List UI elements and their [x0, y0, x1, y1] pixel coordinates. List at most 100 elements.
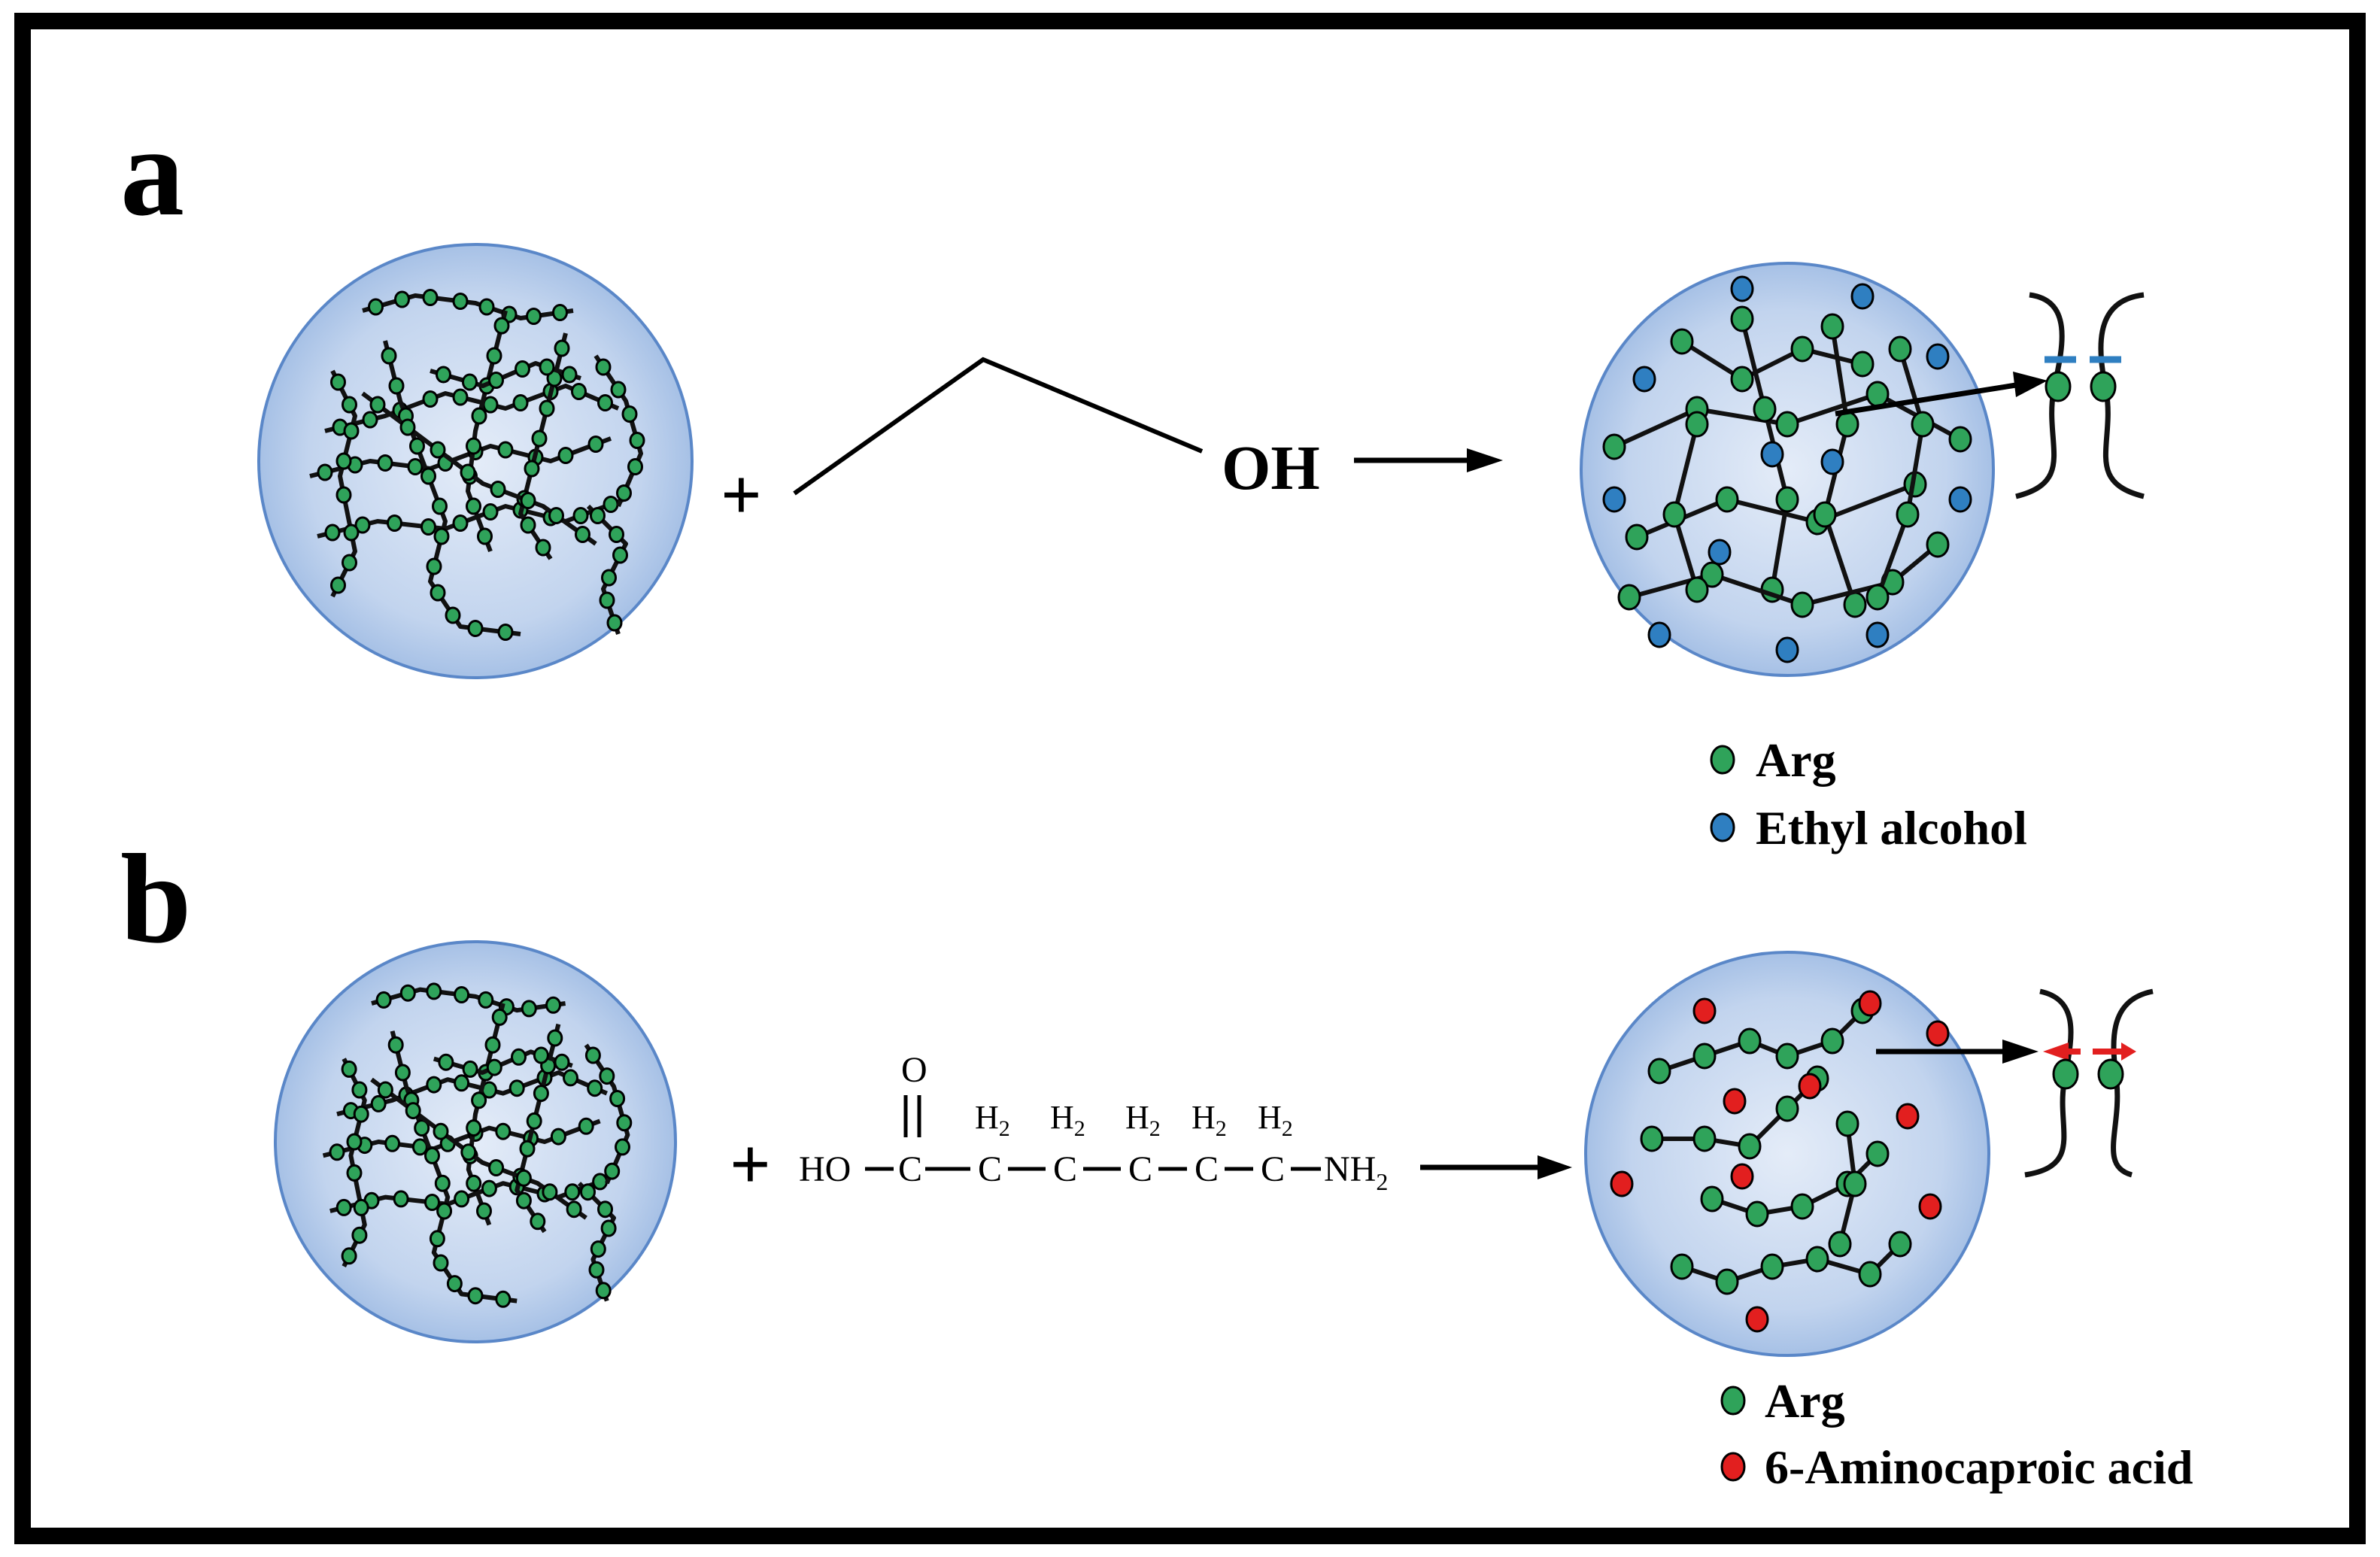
arg-bead: [615, 1138, 630, 1156]
arg-bead: [616, 484, 632, 502]
arg-bead: [407, 458, 423, 475]
arg-bead: [597, 394, 613, 411]
arg-bead: [381, 347, 397, 365]
aminocaproic-acid-molecule: [1692, 997, 1717, 1024]
arg-bead: [563, 1069, 578, 1087]
panel-a-product-sphere: [1580, 262, 1995, 677]
arg-bead: [317, 463, 333, 481]
arg-bead: [590, 1240, 606, 1258]
arg-bead: [526, 1112, 542, 1130]
panel-a: a + OH: [120, 101, 2145, 854]
arg-bead: [587, 436, 604, 453]
arg-bead: [387, 1036, 404, 1054]
arg-bead: [432, 497, 448, 515]
arg-bead: [1760, 1253, 1784, 1280]
ethyl-alcohol-molecule: [1775, 636, 1799, 663]
ethanol-oh-group: OH: [1222, 433, 1320, 503]
arg-bead: [520, 516, 536, 534]
panel-b-product-sphere: [1584, 951, 1990, 1357]
arg-bead: [1692, 1043, 1717, 1070]
arg-bead: [430, 441, 446, 459]
arg-bead: [1835, 411, 1859, 438]
arg-bead: [530, 1213, 546, 1231]
arg-bead: [495, 1290, 512, 1308]
arg-bead: [343, 422, 360, 440]
formula-h2-label: H2: [1125, 1099, 1161, 1141]
arg-bead: [621, 405, 638, 423]
arg-bead: [1617, 584, 1641, 611]
arg-bead: [1670, 1253, 1694, 1280]
arg-bead: [550, 1128, 566, 1146]
arg-bead: [1715, 1268, 1739, 1295]
arg-bead: [566, 1200, 582, 1219]
arg-bead: [1775, 1043, 1799, 1070]
arg-bead: [377, 1081, 393, 1099]
arg-bead: [511, 1048, 527, 1066]
arg-bead: [471, 1091, 487, 1109]
arg-bead: [482, 503, 499, 521]
arg-bead: [351, 1226, 368, 1244]
arg-bead: [436, 366, 451, 384]
arg-bead: [377, 454, 393, 472]
aminocaproic-acid-molecule: [1745, 1306, 1769, 1333]
arg-bead: [587, 1079, 603, 1097]
arg-bead: [1820, 1027, 1844, 1055]
ethyl-alcohol-molecule: [1602, 486, 1626, 513]
arg-bead: [1700, 1185, 1724, 1213]
arg-bead: [600, 1219, 617, 1237]
arg-bead: [521, 1000, 537, 1018]
arg-bead: [557, 447, 574, 464]
arg-bead: [629, 432, 645, 449]
arg-bead: [393, 1190, 409, 1208]
arg-bead: [445, 606, 461, 624]
panel-b-label: b: [120, 828, 192, 970]
arg-bead: [362, 411, 378, 429]
arg-bead: [481, 1179, 497, 1197]
arg-bead: [627, 458, 643, 475]
arg-bead: [436, 1202, 453, 1220]
figure-frame: [14, 13, 2366, 1544]
arg-bead: [604, 1162, 621, 1180]
arg-bead: [515, 1169, 532, 1187]
arg-bead: [438, 1053, 454, 1071]
arg-bead: [488, 1159, 505, 1176]
arg-bead: [1625, 524, 1649, 551]
arg-bead: [1670, 328, 1694, 355]
arg-bead: [329, 1143, 345, 1161]
arg-bead: [1730, 366, 1754, 393]
aminocaproic-acid-molecule: [1926, 1020, 1950, 1047]
arg-bead: [554, 339, 570, 357]
arg-bead: [572, 507, 589, 524]
arg-bead: [460, 1143, 477, 1161]
arg-bead: [478, 991, 494, 1009]
arg-bead: [399, 984, 416, 1002]
arg-bead: [1865, 1140, 1890, 1167]
arg-bead: [597, 1200, 613, 1219]
arg-bead: [590, 507, 606, 524]
arg-bead: [1775, 486, 1799, 513]
arg-bead: [353, 1198, 369, 1216]
arg-bead: [595, 1282, 612, 1300]
arg-bead: [1745, 1200, 1769, 1228]
formula-methylene-c: C: [1195, 1149, 1219, 1189]
panel-a-interaction-detail: [2015, 292, 2145, 499]
ethyl-alcohol-molecule: [1820, 448, 1844, 475]
arg-bead: [515, 360, 530, 378]
arg-bead: [324, 524, 341, 542]
ethyl-alcohol-molecule: [1730, 275, 1754, 302]
panel-b-polymer-sphere: [274, 940, 677, 1343]
arg-bead: [1775, 411, 1799, 438]
arg-bead: [1865, 381, 1890, 408]
arg-bead: [409, 437, 425, 455]
ethyl-alcohol-molecule: [1708, 539, 1732, 566]
polymer-chain: [1680, 339, 1863, 382]
arg-bead: [599, 1067, 615, 1085]
arg-bead: [369, 396, 386, 414]
arg-bead: [520, 492, 536, 509]
panel-b-plus-sign: +: [730, 1124, 771, 1204]
arg-bead: [429, 1230, 445, 1248]
arg-bead: [533, 1046, 549, 1064]
arg-bead: [1662, 501, 1686, 528]
formula-methylene-c: C: [978, 1149, 1002, 1189]
arg-bead: [578, 1117, 594, 1135]
